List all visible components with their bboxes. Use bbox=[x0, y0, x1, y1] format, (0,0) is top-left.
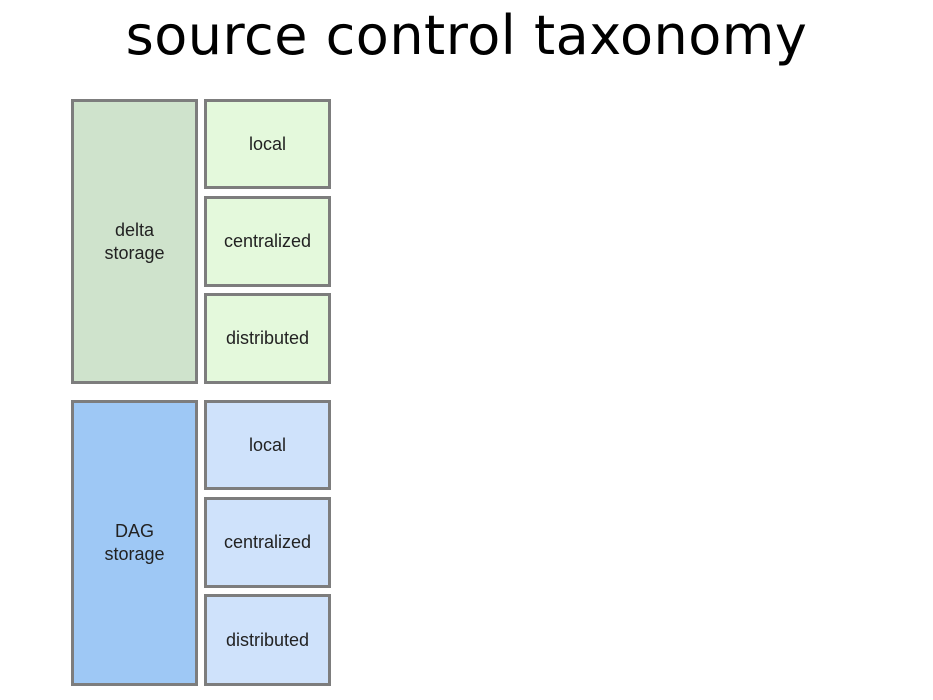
delta-centralized-label: centralized bbox=[223, 231, 312, 251]
delta-centralized-box: centralized bbox=[204, 196, 331, 287]
dag-centralized-label: centralized bbox=[223, 532, 312, 552]
delta-local-box: local bbox=[204, 99, 331, 189]
delta-distributed-label: distributed bbox=[225, 328, 310, 348]
dag-local-label: local bbox=[248, 434, 287, 455]
dag-storage-label: DAG storage bbox=[104, 521, 165, 564]
dag-distributed-box: distributed bbox=[204, 594, 331, 686]
dag-storage-box: DAG storage bbox=[71, 400, 198, 686]
dag-distributed-label: distributed bbox=[225, 629, 310, 650]
dag-centralized-box: centralized bbox=[204, 497, 331, 588]
delta-storage-box: delta storage bbox=[71, 99, 198, 384]
delta-local-label: local bbox=[248, 133, 287, 154]
slide-title: source control taxonomy bbox=[125, 4, 808, 67]
delta-distributed-box: distributed bbox=[204, 293, 331, 384]
dag-local-box: local bbox=[204, 400, 331, 490]
delta-storage-label: delta storage bbox=[104, 219, 165, 263]
